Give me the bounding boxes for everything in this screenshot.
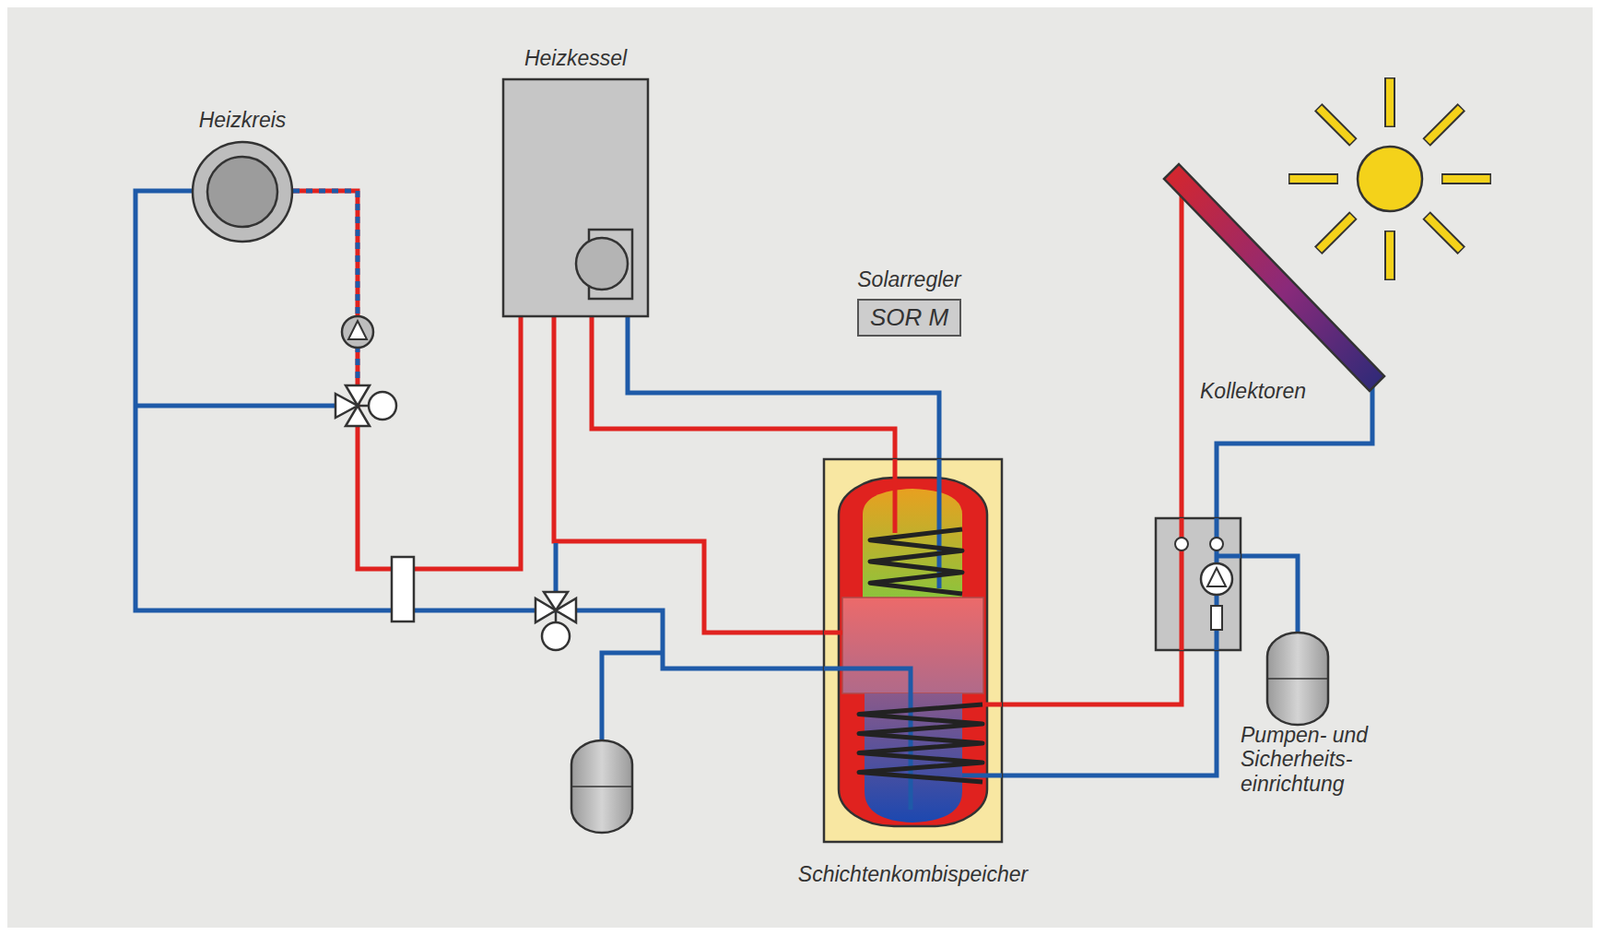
sun-ray	[1318, 216, 1353, 250]
sun-ray	[1427, 216, 1461, 250]
sun	[1288, 77, 1492, 281]
collector-label: Kollektoren	[1200, 378, 1306, 403]
tank-label: Schichtenkombispeicher	[798, 861, 1028, 886]
boiler-casing	[503, 79, 648, 317]
heat-exchanger-coil	[870, 529, 963, 594]
sun-ray	[1384, 230, 1396, 281]
hydraulic-separator	[391, 556, 414, 622]
collector-panel	[1164, 164, 1385, 391]
insulation	[823, 458, 1002, 842]
vessel-seam	[571, 785, 633, 788]
mixing-valve	[335, 385, 397, 426]
sun-ray	[1386, 232, 1394, 280]
valve-stem-pipe	[553, 542, 559, 594]
sun-ray	[1386, 79, 1394, 127]
mixed-pipe	[293, 190, 358, 406]
radiator-core	[207, 156, 278, 227]
solar-pump	[1200, 563, 1233, 595]
pipe-connector	[1216, 387, 1373, 518]
boiler-outline	[503, 79, 648, 317]
circle-node: Heizkreis	[191, 141, 294, 243]
heat-exchanger-coil	[858, 704, 983, 782]
controller-label: SOR M	[870, 304, 949, 332]
station-box	[1155, 517, 1241, 650]
pipe-connector	[627, 316, 940, 459]
sun-ray	[1443, 175, 1491, 183]
controller-heading: Solarregler	[857, 267, 962, 292]
sun-ray	[1426, 106, 1462, 142]
expansion-vessel	[571, 740, 633, 833]
sun-ray	[1288, 173, 1339, 185]
thermometer	[1210, 537, 1224, 551]
controller-node: SolarreglerSOR M	[857, 298, 962, 337]
sun-ray	[1441, 173, 1492, 185]
pipe-connector	[553, 316, 824, 633]
sun-ray	[1317, 106, 1353, 142]
pumpstation-node: Pumpen- und Sicherheits- einrichtung	[1155, 517, 1241, 650]
pump-triangle	[348, 320, 367, 340]
pumpstation-outline	[1155, 517, 1241, 650]
vessel-pipe	[1216, 553, 1241, 559]
pipe-connector	[591, 316, 895, 459]
tank-outline	[823, 458, 1002, 842]
return-pipe	[823, 668, 911, 810]
burner-fan	[576, 237, 628, 290]
flow-meter	[1211, 605, 1223, 630]
circulation-pump	[341, 316, 374, 348]
pump-triangle	[1207, 567, 1226, 587]
circle-label: Heizkreis	[199, 107, 287, 132]
sun-ray	[1426, 215, 1462, 251]
solar-return	[962, 773, 1002, 778]
sun-ray	[1317, 215, 1353, 251]
vessel-seam	[1267, 677, 1329, 680]
hot-zone	[862, 488, 963, 598]
pipe-connector	[293, 190, 521, 569]
pipe-connector	[1001, 649, 1217, 776]
collector-outline	[1163, 170, 1388, 388]
sun-ray	[1290, 175, 1338, 183]
thermometer	[1175, 537, 1189, 551]
bypass-pipe	[135, 403, 340, 409]
collector-node: Kollektoren	[1163, 170, 1388, 388]
coil-feed	[893, 458, 898, 533]
boiler-label: Heizkessel	[524, 46, 627, 71]
tank-node: Schichtenkombispeicher	[823, 458, 1002, 842]
pipe-connector	[135, 190, 824, 669]
circle-outline	[191, 141, 294, 243]
sun-ray	[1427, 107, 1461, 142]
vessel-pipe	[1240, 555, 1298, 635]
expansion-vessel	[1267, 632, 1329, 725]
sun-ray	[1384, 77, 1396, 128]
boiler-node: Heizkessel	[503, 79, 648, 317]
vessel-pipe	[601, 652, 663, 743]
station-label: Pumpen- und Sicherheits- einrichtung	[1240, 722, 1398, 796]
sun-ray	[1318, 107, 1353, 142]
three-way-valve	[535, 591, 577, 650]
load-pipe	[823, 630, 843, 636]
radiator-ring	[192, 141, 293, 242]
